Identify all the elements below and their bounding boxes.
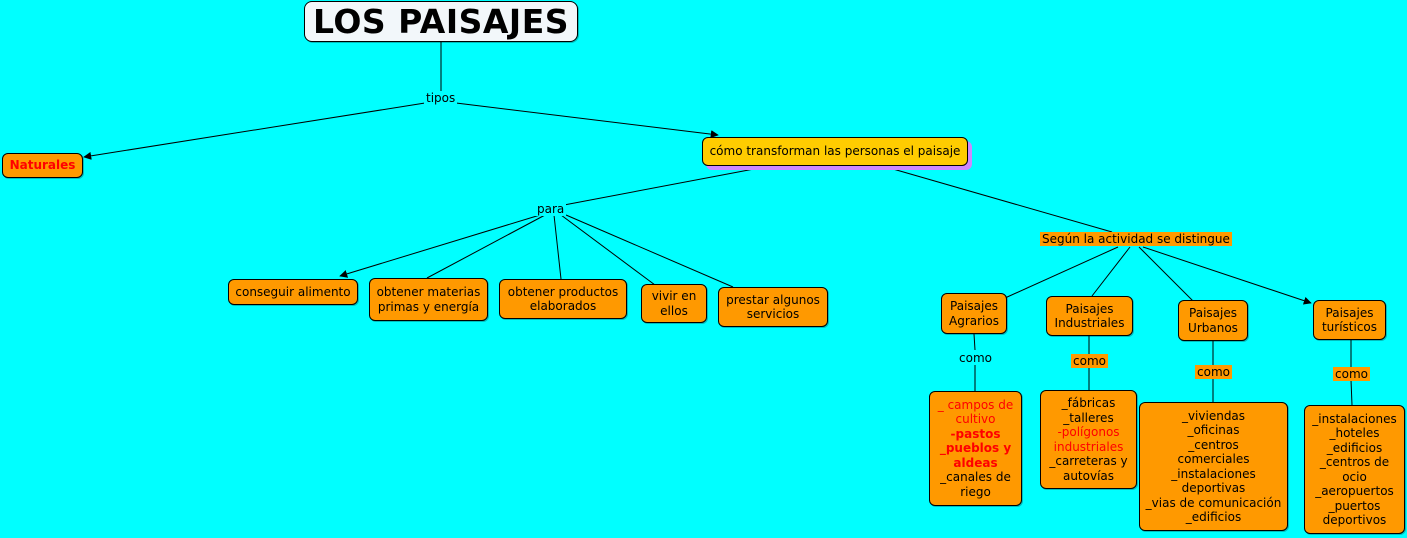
ejemplo-line: _edificios xyxy=(1326,440,1383,455)
node-conseguir-alimento[interactable]: conseguir alimento xyxy=(228,279,358,305)
ejemplo-line: _vias de comunicación xyxy=(1145,495,1282,510)
node-vivir-line: vivir en xyxy=(651,289,697,303)
node-transforman-text: cómo transforman las personas el paisaje xyxy=(709,144,961,159)
ejemplo-line: _viviendas xyxy=(1181,408,1246,423)
edge-segun-agrarios xyxy=(1004,246,1119,299)
edge-transforman-segun xyxy=(892,168,1113,233)
ejemplo-line: _centros de xyxy=(1319,455,1390,469)
node-ejemplos-urbanos[interactable]: _viviendas _oficinas _centros comerciale… xyxy=(1139,402,1288,531)
ejemplo-line: _centros xyxy=(1188,437,1239,452)
node-productos-line: elaborados xyxy=(529,299,597,313)
node-paisajes-urbanos[interactable]: Paisajes Urbanos xyxy=(1178,300,1248,341)
edge-para-servicios xyxy=(565,214,734,288)
title-node[interactable]: LOS PAISAJES xyxy=(304,1,578,42)
ejemplo-line: industriales xyxy=(1053,439,1124,454)
node-paisajes-turisticos[interactable]: Paisajes turísticos xyxy=(1313,300,1386,340)
ejemplo-line: _fábricas xyxy=(1061,396,1116,410)
ejemplo-line: _oficinas xyxy=(1187,423,1240,437)
ejemplo-line: ocio xyxy=(1342,469,1367,484)
ejemplo-line: _puertos xyxy=(1328,498,1381,513)
page-title: LOS PAISAJES xyxy=(312,1,570,41)
label-como-industriales: como xyxy=(1071,354,1108,368)
label-tipos: tipos xyxy=(424,91,458,105)
ejemplo-line: aldeas xyxy=(953,455,998,470)
ejemplo-line: autovías xyxy=(1062,468,1115,483)
ejemplo-line: _pueblos y xyxy=(939,441,1012,456)
edge-turisticos-como-b xyxy=(1350,379,1353,406)
label-para: para xyxy=(535,202,567,216)
node-materias-line: obtener materias xyxy=(376,285,481,299)
edge-tipos-transforman xyxy=(455,102,719,139)
node-vivir-line: ellos xyxy=(660,303,688,318)
node-paisajes-line: Paisajes xyxy=(950,299,998,313)
ejemplo-line: _canales de xyxy=(940,470,1011,485)
ejemplo-line: _carreteras y xyxy=(1049,454,1128,468)
node-materias-primas[interactable]: obtener materias primas y energía xyxy=(369,278,488,321)
edge-segun-urbanos xyxy=(1138,246,1194,302)
node-paisajes-industriales[interactable]: Paisajes Industriales xyxy=(1046,296,1133,336)
node-vivir-en-ellos[interactable]: vivir en ellos xyxy=(641,284,707,323)
ejemplo-line: deportivas xyxy=(1181,481,1246,495)
label-como-turisticos: como xyxy=(1333,367,1370,381)
node-servicios-line: prestar algunos xyxy=(726,292,820,307)
edge-transforman-para xyxy=(563,168,755,206)
ejemplo-line: _hoteles xyxy=(1329,426,1380,440)
ejemplo-line: -pastos xyxy=(950,426,1001,441)
node-paisajes-line: Urbanos xyxy=(1188,320,1238,335)
node-paisajes-line: Agrarios xyxy=(949,313,999,328)
node-naturales-text: Naturales xyxy=(9,158,76,173)
edge-segun-turisticos xyxy=(1142,246,1312,305)
label-segun: Según la actividad se distingue xyxy=(1040,232,1232,246)
node-paisajes-line: Paisajes xyxy=(1065,301,1114,316)
node-paisajes-line: Paisajes xyxy=(1325,305,1374,320)
label-como-agrarios: como xyxy=(957,351,994,365)
edge-para-vivir xyxy=(560,214,656,286)
ejemplo-line: riego xyxy=(960,484,991,499)
edge-segun-industriales xyxy=(1091,246,1131,297)
ejemplo-line: _instalaciones xyxy=(1171,466,1256,481)
ejemplo-line: cultivo xyxy=(955,412,996,427)
ejemplo-line: deportivos xyxy=(1322,513,1387,527)
node-prestar-servicios[interactable]: prestar algunos servicios xyxy=(718,287,828,327)
node-paisajes-line: Paisajes xyxy=(1189,306,1237,320)
node-transforman[interactable]: cómo transforman las personas el paisaje xyxy=(702,137,968,166)
node-ejemplos-agrarios[interactable]: _ campos de cultivo -pastos _pueblos y a… xyxy=(929,391,1022,506)
edge-agrarios-como-a xyxy=(973,333,976,351)
node-productos-elaborados[interactable]: obtener productos elaborados xyxy=(499,279,627,319)
node-paisajes-line: Industriales xyxy=(1054,316,1125,330)
label-como-urbanos: como xyxy=(1195,365,1232,379)
node-materias-line: primas y energía xyxy=(377,299,480,314)
edge-para-productos xyxy=(553,214,562,280)
ejemplo-line: _ campos de xyxy=(937,397,1014,412)
node-paisajes-line: turísticos xyxy=(1321,320,1378,334)
edge-tipos-naturales xyxy=(83,102,426,160)
node-productos-line: obtener productos xyxy=(507,284,619,299)
ejemplo-line: _aeropuertos xyxy=(1315,484,1394,498)
node-ejemplos-turisticos[interactable]: _instalaciones _hoteles _edificios _cent… xyxy=(1304,405,1405,534)
node-paisajes-agrarios[interactable]: Paisajes Agrarios xyxy=(941,293,1007,334)
node-ejemplos-industriales[interactable]: _fábricas _talleres -polígonos industria… xyxy=(1040,390,1137,489)
ejemplo-line: _talleres xyxy=(1063,410,1114,425)
ejemplo-line: -polígonos xyxy=(1057,425,1120,439)
ejemplo-line: _instalaciones xyxy=(1312,411,1397,426)
node-conseguir-alimento-text: conseguir alimento xyxy=(235,284,351,299)
edge-para-alimento xyxy=(339,214,541,278)
ejemplo-line: comerciales xyxy=(1177,452,1250,466)
node-naturales[interactable]: Naturales xyxy=(2,153,83,178)
node-servicios-line: servicios xyxy=(746,307,800,321)
ejemplo-line: _edificios xyxy=(1185,510,1242,524)
edge-para-materias xyxy=(426,214,546,279)
